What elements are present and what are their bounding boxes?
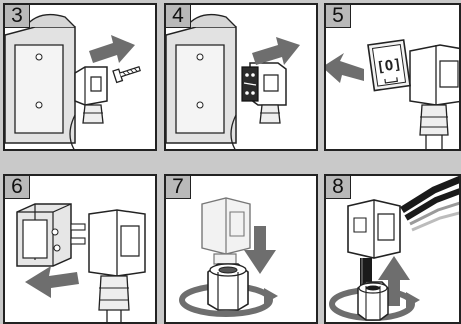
arrow-left-icon [326,53,364,83]
step-number-badge: 4 [165,4,191,28]
step-number-badge: 8 [325,175,351,199]
screw [113,63,141,82]
housing-top [186,15,236,27]
housing-top [25,15,75,27]
step-panel-7: 7 [164,174,318,324]
step-panel-4: 4 [164,3,318,151]
step-number-badge: 7 [165,175,191,199]
plate-hole-bottom [36,102,42,108]
step-panel-8: 8 [324,174,461,324]
step-panel-3: 3 [3,3,157,151]
cable-gland [420,105,448,135]
plate-hole-top [197,54,203,60]
plate-hole-bottom [197,102,203,108]
gasket-plate: [O] [368,40,410,91]
step-number-badge: 6 [4,175,30,199]
cable-gland [83,105,103,123]
cable-gland [99,276,129,310]
arrow-right-icon [252,37,300,65]
divider-strip [0,151,461,173]
step-panel-5: 5 [O] [324,3,461,151]
step-panel-6: 6 [3,174,157,324]
arrow-left-icon [25,266,79,298]
cable-gland [260,105,280,123]
step-number-badge: 5 [325,4,351,28]
arrow-right-icon [89,35,135,63]
step-number-badge: 3 [4,4,30,28]
plate-hole-top [36,54,42,60]
